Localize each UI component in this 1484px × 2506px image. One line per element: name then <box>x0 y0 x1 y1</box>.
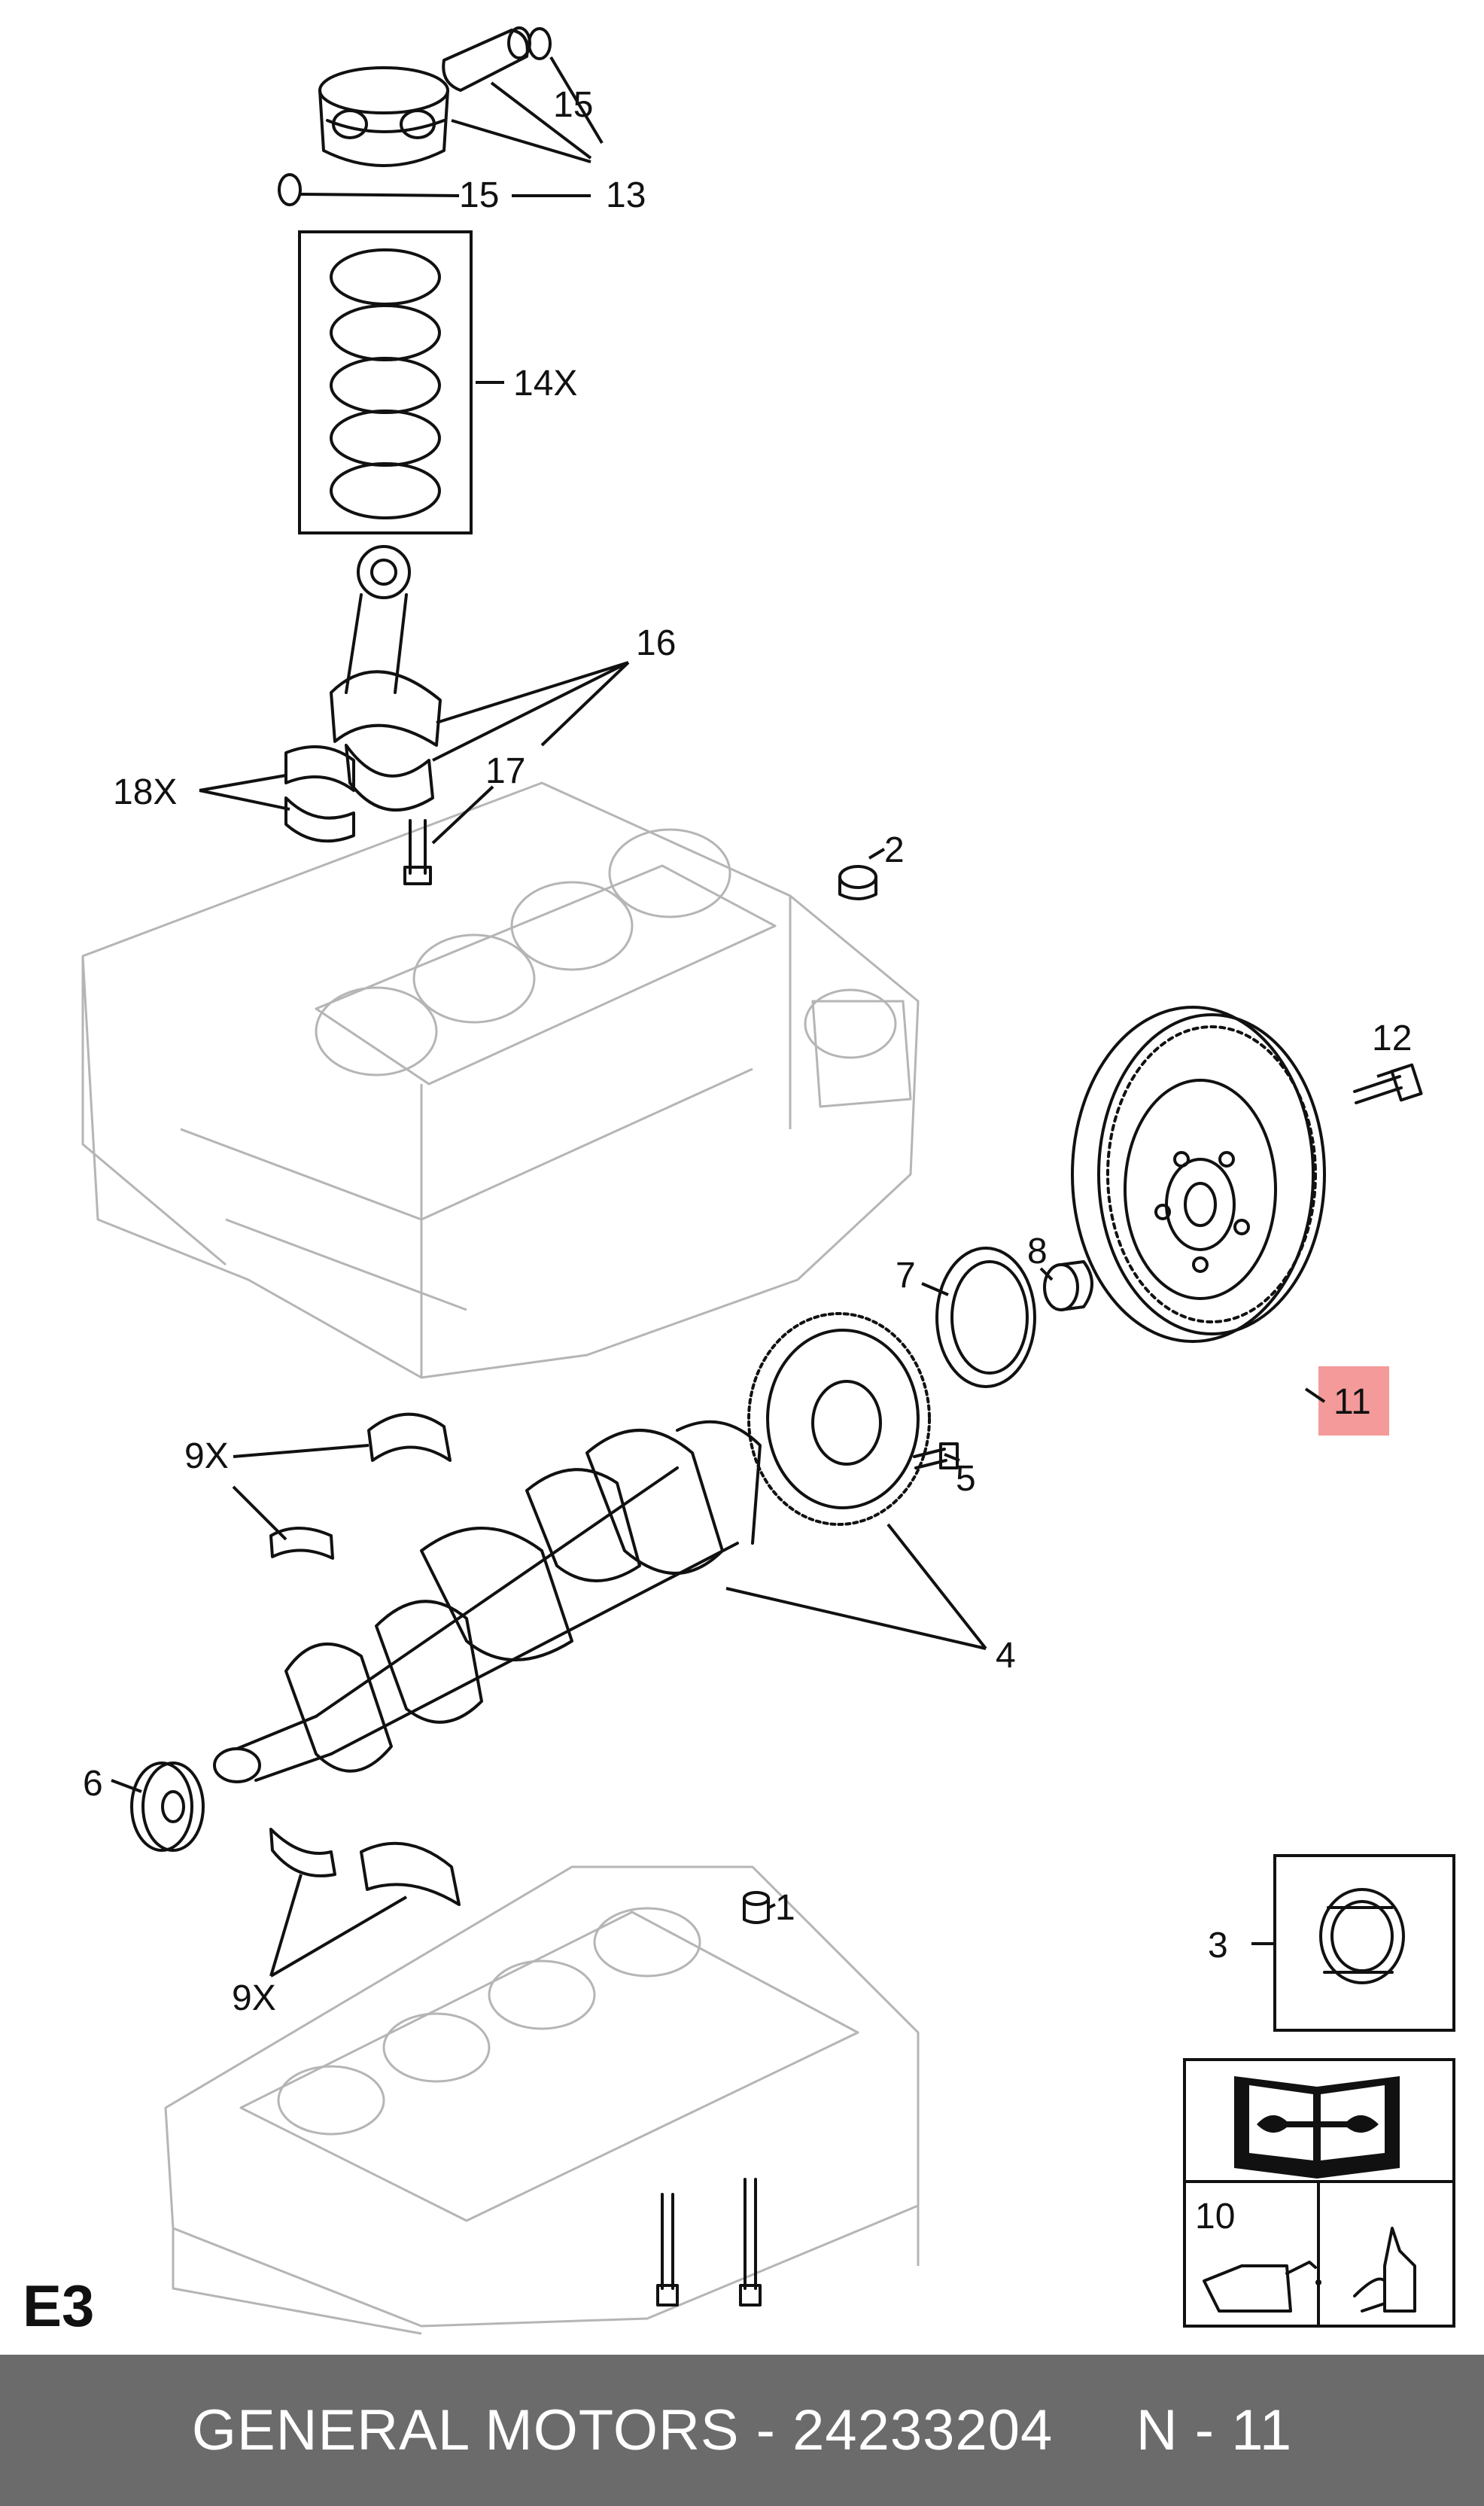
footer-text: GENERAL MOTORS - 24233204 N - 11 <box>191 2398 1293 2462</box>
label-8: 8 <box>1027 1232 1048 1271</box>
label-16: 16 <box>636 623 676 663</box>
label-12: 12 <box>1372 1019 1412 1058</box>
label-17: 17 <box>485 751 525 791</box>
label-15-upper: 15 <box>553 85 593 125</box>
label-10: 10 <box>1195 2197 1235 2237</box>
flywheel-bolt <box>1353 1063 1423 1104</box>
label-15-lower: 15 <box>459 175 499 215</box>
reluctor-ring <box>747 1312 931 1526</box>
bearing-bush <box>1319 1888 1405 1984</box>
oil-can-icon <box>1203 2261 1321 2313</box>
label-5: 5 <box>956 1459 976 1499</box>
connecting-rod <box>330 545 442 811</box>
label-3: 3 <box>1208 1926 1228 1966</box>
piston <box>318 66 449 167</box>
piston-rings-box <box>298 230 473 534</box>
sheet-code: E3 <box>23 2273 94 2339</box>
footer-bar: GENERAL MOTORS - 24233204 N - 11 <box>0 2355 1484 2506</box>
leader-lines <box>111 56 1400 1978</box>
label-9x-upper: 9X <box>184 1436 229 1476</box>
conrod-bearing-shells <box>284 745 355 843</box>
highlight-11 <box>1318 1366 1389 1436</box>
sealant-tube-icon <box>1353 2227 1416 2313</box>
label-4: 4 <box>996 1636 1016 1676</box>
circlip-upper <box>528 27 552 60</box>
crankshaft-pulley <box>130 1762 205 1852</box>
flywheel <box>1071 1006 1326 1343</box>
crankshaft-rear-seal <box>935 1247 1036 1388</box>
main-bearing-shells-lower <box>269 1828 461 1906</box>
circlip-lower <box>278 173 302 206</box>
label-6: 6 <box>83 1764 103 1804</box>
plug <box>838 865 877 900</box>
label-11: 11 <box>1333 1382 1371 1422</box>
reluctor-bolt <box>913 1442 959 1469</box>
label-2: 2 <box>884 830 905 870</box>
main-bearing-shells-upper <box>269 1412 452 1560</box>
dowel-pin <box>743 1891 770 1924</box>
callout-labels: 15 15 13 14X 16 17 18X 2 12 7 8 11 9X 5 … <box>23 85 1412 2339</box>
exploded-parts-diagram: 15 15 13 14X 16 17 18X 2 12 7 8 11 9X 5 … <box>23 26 1455 2339</box>
label-14x: 14X <box>513 364 577 403</box>
label-1: 1 <box>775 1888 795 1928</box>
piston-pin <box>442 26 531 92</box>
label-13: 13 <box>606 175 646 215</box>
bearing-box <box>1273 1854 1455 2032</box>
label-18x: 18X <box>113 772 177 812</box>
main-bearing-cap-bolts <box>656 2178 762 2307</box>
conrod-bolt <box>403 819 432 885</box>
lower-crankcase <box>164 1865 920 2335</box>
label-9x-lower: 9X <box>232 1978 276 2018</box>
label-7: 7 <box>896 1256 916 1296</box>
info-box <box>1183 2058 1455 2328</box>
repair-manual-icon <box>1234 2076 1400 2179</box>
engine-block <box>81 781 920 1379</box>
piston-rings <box>330 248 441 519</box>
pilot-bushing <box>1043 1260 1093 1311</box>
crankshaft <box>213 1420 762 1783</box>
